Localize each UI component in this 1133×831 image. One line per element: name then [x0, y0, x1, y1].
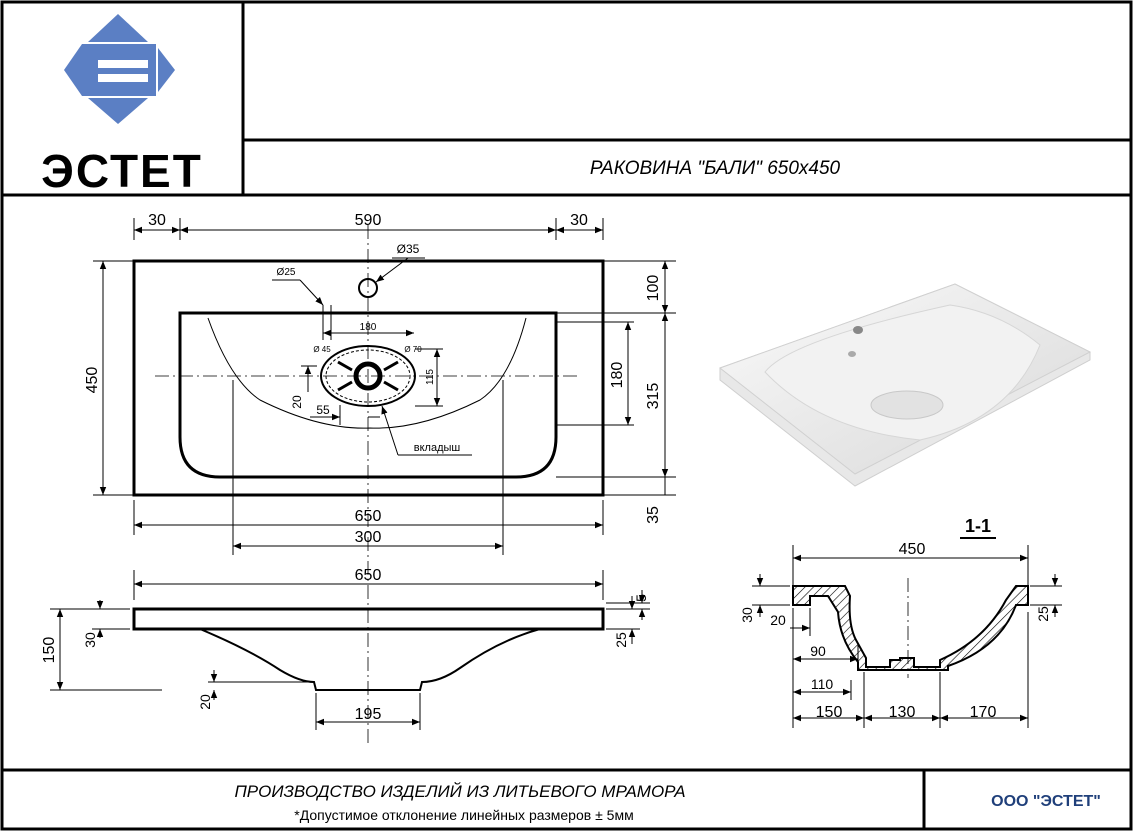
section-dim-25: 25: [1035, 606, 1051, 622]
front-dim-150: 150: [41, 637, 58, 664]
dim-180-v: 180: [609, 362, 626, 389]
dim-total-width: 650: [355, 508, 382, 525]
dim-100: 100: [645, 275, 662, 302]
front-dim-25: 25: [613, 632, 629, 648]
product-title: РАКОВИНА "БАЛИ" 650х450: [590, 158, 841, 179]
logo-wordmark: ЭСТЕТ: [41, 145, 203, 197]
front-dim-30: 30: [82, 632, 98, 648]
dim-left-margin: 30: [148, 212, 166, 229]
section-dim-150: 150: [816, 704, 843, 721]
dim-inner-width: 590: [355, 212, 382, 229]
top-view: 30 590 30 Ø35 Ø25 180 Ø 45 Ø 70 115 20 5…: [84, 212, 676, 745]
drain-oval: [320, 345, 416, 407]
dim-35: 35: [645, 506, 662, 524]
dim-300: 300: [355, 529, 382, 546]
company-logo: ЭСТЕТ: [41, 14, 203, 197]
production-note: ПРОИЗВОДСТВО ИЗДЕЛИЙ ИЗ ЛИТЬЕВОГО МРАМОР…: [234, 781, 685, 801]
drain-hole: [353, 361, 383, 391]
front-view: 650 150 30 20 195 5 25: [41, 567, 650, 730]
label-hole-45: Ø 45: [313, 345, 331, 354]
front-dim-195: 195: [355, 706, 382, 723]
dim-180-h: 180: [360, 322, 377, 333]
label-hole-35: Ø35: [397, 242, 420, 256]
front-dim-width: 650: [355, 567, 382, 584]
section-dim-450: 450: [899, 541, 926, 558]
footer-company: ООО "ЭСТЕТ": [991, 793, 1101, 810]
front-dim-5: 5: [633, 594, 649, 602]
dim-right-margin: 30: [570, 212, 588, 229]
section-1-1: 1-1 450 30 20 90 110 150 130 170: [739, 516, 1062, 728]
section-dim-130: 130: [889, 704, 916, 721]
section-dim-90: 90: [810, 643, 826, 659]
front-dim-20: 20: [197, 694, 213, 710]
dim-315: 315: [645, 383, 662, 410]
sink-3d-view: [718, 283, 1092, 487]
label-hole-25: Ø25: [277, 267, 296, 278]
label-insert: вкладыш: [414, 442, 461, 454]
faucet-hole-35: [358, 278, 378, 298]
section-dim-170: 170: [970, 704, 997, 721]
dim-height-450: 450: [84, 367, 101, 394]
tolerance-note: *Допустимое отклонение линейных размеров…: [294, 807, 633, 823]
dim-20-top: 20: [290, 395, 304, 409]
dim-55: 55: [316, 403, 330, 417]
label-hole-70: Ø 70: [404, 345, 422, 354]
logo-emblem-icon: [64, 14, 175, 124]
section-dim-110: 110: [811, 676, 834, 692]
section-dim-30: 30: [739, 607, 755, 623]
section-label: 1-1: [965, 516, 991, 536]
section-dim-20: 20: [770, 612, 786, 628]
dim-115: 115: [425, 369, 436, 385]
